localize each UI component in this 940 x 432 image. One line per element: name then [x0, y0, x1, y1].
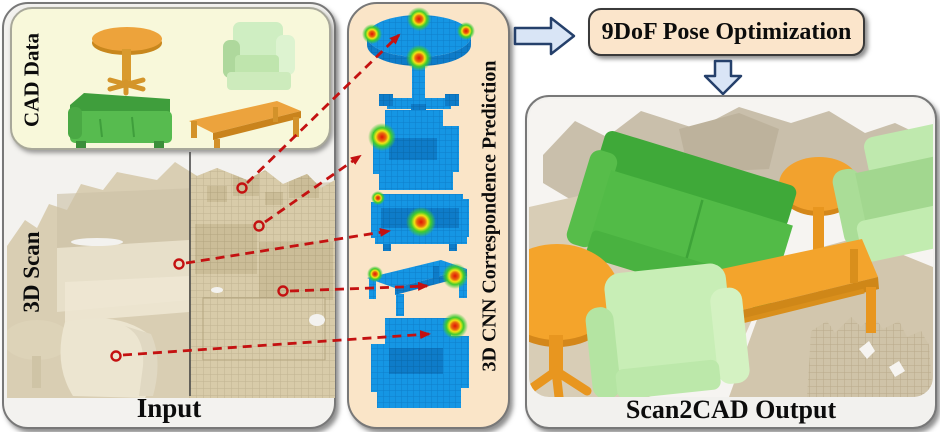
cad-round-table-icon	[92, 27, 162, 96]
output-caption: Scan2CAD Output	[625, 395, 837, 424]
scan-graphic	[7, 152, 335, 398]
cnn-sofa-voxels	[371, 191, 469, 251]
cnn-coffee-table-voxels	[367, 260, 468, 316]
output-panel: Scan2CAD Output	[525, 95, 937, 429]
cad-furniture-graphic	[68, 22, 301, 148]
flow-arrow-right-icon	[513, 16, 576, 56]
output-scene-graphic	[529, 99, 933, 397]
pose-optimization-box: 9DoF Pose Optimization	[588, 8, 865, 56]
output-scene	[529, 99, 933, 397]
output-armchair-right	[832, 123, 933, 262]
output-armchair-front	[585, 263, 750, 397]
cnn-armchair-voxels	[368, 110, 459, 190]
cad-coffee-table-icon	[189, 101, 301, 148]
flow-arrow-down-icon	[703, 59, 743, 96]
cnn-round-table-voxels	[362, 7, 475, 117]
scan-image	[7, 150, 335, 398]
input-caption: Input	[136, 393, 202, 423]
scan-label: 3D Scan	[19, 231, 44, 313]
cnn-panel: 3D CNN Correspondence Prediction	[347, 2, 510, 429]
input-panel: CAD Data	[2, 2, 336, 429]
cad-armchair-icon	[223, 22, 295, 90]
cnn-armchair2-voxels	[371, 313, 469, 408]
cad-data-panel: CAD Data	[10, 7, 331, 150]
pose-label: 9DoF Pose Optimization	[601, 18, 852, 45]
cnn-label: 3D CNN Correspondence Prediction	[478, 60, 501, 372]
scan-voxels	[189, 162, 335, 398]
cad-sofa-icon	[68, 93, 172, 148]
